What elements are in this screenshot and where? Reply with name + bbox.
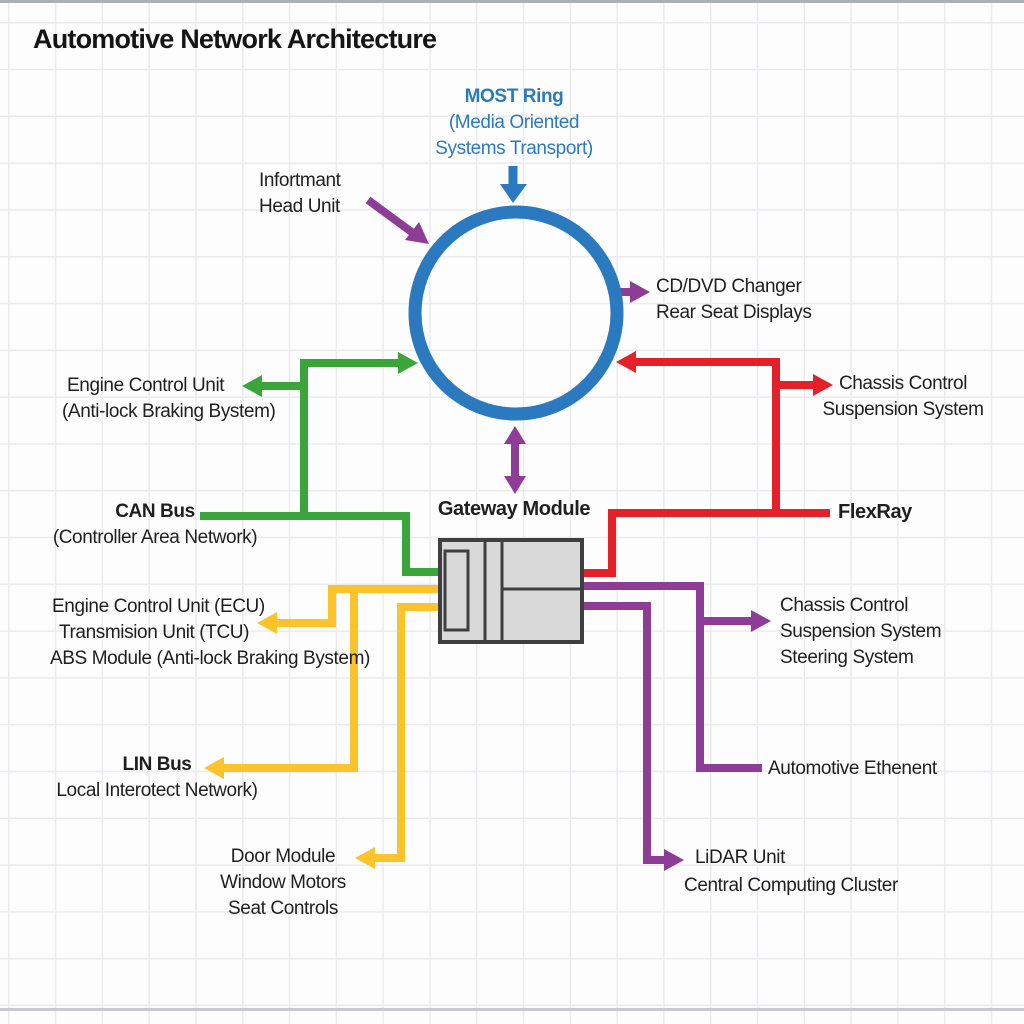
red-arrow-to-ring <box>616 351 636 373</box>
automotive-ethernet-label: Automotive Ethenent <box>768 758 937 779</box>
can-bus-wires <box>200 352 444 576</box>
lin-bus-wires <box>204 585 444 869</box>
yellow-arrow-to-door-module <box>355 847 375 869</box>
chassis-suspension-red-label: Chassis Control Suspension System <box>822 373 984 420</box>
purple-arrow-from-head-unit <box>405 222 429 244</box>
can-bus-title: CAN Bus <box>115 501 195 522</box>
purple-double-arrow-top <box>504 426 526 444</box>
flexray-wires <box>584 351 833 577</box>
green-arrow-to-ring <box>398 352 418 374</box>
cd-dvd-label: CD/DVD Changer Rear Seat Displays <box>656 276 812 323</box>
green-arrow-to-ecu <box>242 375 262 397</box>
page-title: Automotive Network Architecture <box>33 24 437 54</box>
yellow-arrow-to-ecu-group <box>257 612 277 634</box>
purple-arrow-to-cd-dvd <box>630 281 650 303</box>
lin-bus-title: LIN Bus <box>122 754 192 775</box>
grid-top-rule <box>0 0 1024 3</box>
flexray-label: FlexRay <box>838 501 912 523</box>
can-bus-label: CAN Bus (Controller Area Network) <box>42 499 268 551</box>
head-unit-label: Infortmant Head Unit <box>259 170 341 217</box>
grid-bottom-rule <box>0 1008 1024 1011</box>
blue-arrow-to-ring <box>500 184 527 203</box>
door-module-label: Door Module Window Motors Seat Controls <box>220 846 346 919</box>
purple-arrow-to-chassis <box>751 610 771 632</box>
gateway-module-label: Gateway Module <box>437 498 591 520</box>
engine-abs-label: Engine Control Unit (Anti-lock Braking B… <box>62 375 276 422</box>
lidar-cluster-label: LiDAR Unit Central Computing Cluster <box>684 847 898 896</box>
most-ring-label: MOST Ring (Media Oriented Systems Transp… <box>404 84 624 162</box>
lin-bus-label: LIN Bus Local Interotect Network) <box>44 752 270 804</box>
purple-arrow-to-lidar <box>664 849 684 871</box>
most-ring-title: MOST Ring <box>464 86 564 107</box>
gateway-module-box <box>438 538 584 644</box>
purple-link-wires <box>365 196 771 871</box>
red-arrow-to-chassis <box>813 374 833 396</box>
most-ring-shape <box>408 166 624 421</box>
purple-double-arrow-bottom <box>504 476 526 494</box>
yellow-arrow-to-lin-label <box>204 757 224 779</box>
ecu-tcu-abs-label: Engine Control Unit (ECU) Transmision Un… <box>50 596 370 669</box>
chassis-steering-purple-label: Chassis Control Suspension System Steeri… <box>780 595 942 668</box>
